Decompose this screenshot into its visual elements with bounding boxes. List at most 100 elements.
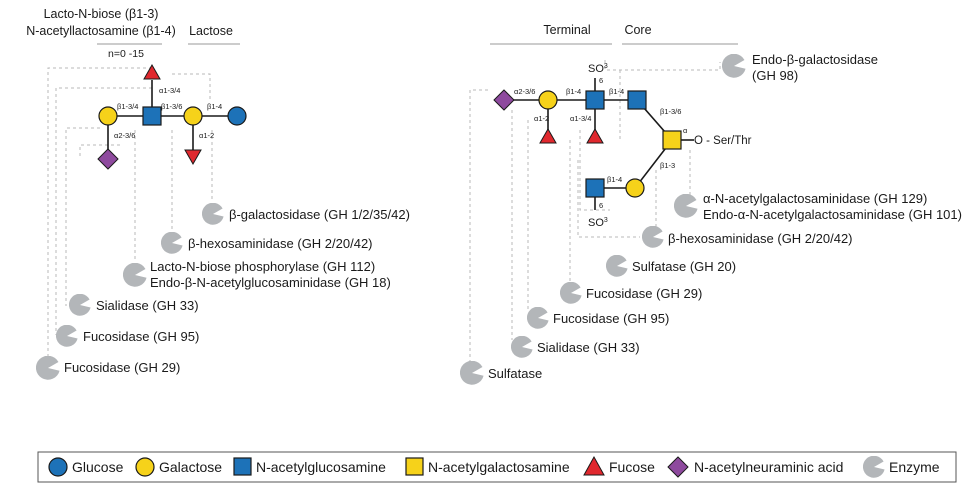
- sulfate-bottom-position: 6: [599, 201, 603, 210]
- glucose-circle-icon: [48, 457, 68, 477]
- enzyme-sialidase: Sialidase (GH 33): [96, 298, 199, 313]
- legend-neu5ac: N-acetylneuraminic acid: [694, 459, 843, 475]
- ser-thr-label: O - Ser/Thr: [694, 135, 752, 147]
- glucose-circle: [227, 106, 247, 126]
- glcnac-square-terminal: [585, 90, 605, 110]
- galactose-circle-terminal: [538, 90, 558, 110]
- link-neu-gal: α2-3/6: [514, 87, 535, 96]
- link-gal1-glcnac: β1-3/4: [117, 102, 138, 111]
- enzyme-pacman-icon: [56, 325, 78, 347]
- enzyme-beta-galactosidase: β-galactosidase (GH 1/2/35/42): [229, 207, 410, 222]
- enzyme-pacman-icon: [161, 232, 183, 254]
- enzyme-fucosidase-gh29: Fucosidase (GH 29): [64, 360, 180, 375]
- enzyme-fucosidase-gh95: Fucosidase (GH 95): [83, 329, 199, 344]
- link-glcnac-glcnac: β1-4: [609, 87, 624, 96]
- link-gal-galnac: β1-3: [660, 161, 675, 170]
- enzyme-pacman-icon: [202, 203, 224, 225]
- sulfate-top-position: 6: [599, 76, 603, 85]
- galnac-square-icon: [405, 457, 424, 476]
- enzyme-beta-hexosaminidase-right: β-hexosaminidase (GH 2/20/42): [668, 231, 853, 246]
- enzyme-pacman-icon: [460, 361, 484, 385]
- glcnac-square-lower: [585, 178, 605, 198]
- link-glcnac-galnac: β1-3/6: [660, 107, 681, 116]
- link-glcnac-gal2: β1-3/6: [161, 102, 182, 111]
- enzyme-pacman-icon: [606, 255, 628, 277]
- enzyme-endo-beta-galactosidase-gh: (GH 98): [752, 68, 798, 83]
- header-terminal: Terminal: [543, 23, 590, 37]
- neu5ac-diamond: [493, 89, 515, 111]
- guide-endo-gal: [604, 60, 721, 71]
- left-guides: [47, 67, 213, 364]
- enzyme-pacman-icon: [123, 263, 147, 287]
- guide-sialidase-b: [79, 144, 120, 158]
- legend-fucose: Fucose: [609, 459, 655, 475]
- legend: Glucose Galactose N-acetylglucosamine N-…: [37, 451, 957, 483]
- link-galnac-alpha: α: [683, 126, 688, 135]
- glcnac-square-core: [627, 90, 647, 110]
- enzyme-fucosidase-gh29-right: Fucosidase (GH 29): [586, 286, 702, 301]
- enzyme-endo-alpha-galnacase: Endo-α-N-acetylgalactosaminidase (GH 101…: [703, 207, 962, 222]
- fucose-triangle-left: [539, 127, 557, 144]
- legend-galnac: N-acetylgalactosamine: [428, 459, 570, 475]
- enzyme-sulfatase: Sulfatase: [488, 366, 542, 381]
- guide-top: [172, 73, 211, 100]
- guide-hexosaminidase: [577, 160, 640, 238]
- link-gal-glcnac: β1-4: [566, 87, 581, 96]
- legend-enzyme: Enzyme: [889, 459, 940, 475]
- link-fuc-top: α1-3/4: [159, 86, 180, 95]
- enzyme-fucosidase-gh95-right: Fucosidase (GH 95): [553, 311, 669, 326]
- legend-galactose: Galactose: [159, 459, 222, 475]
- legend-glcnac: N-acetylglucosamine: [256, 459, 386, 475]
- guide-sulfatase-gh20: [579, 130, 610, 211]
- header-n-acetyllactosamine: N-acetyllactosamine (β1-4): [26, 24, 176, 38]
- galactose-circle-icon: [135, 457, 155, 477]
- link-fuc-left: α1-2: [534, 114, 549, 123]
- header-core: Core: [624, 23, 651, 37]
- link-fuc-bottom: α1-2: [199, 131, 214, 140]
- enzyme-pacman-icon: [560, 282, 582, 304]
- galactose-circle-2: [183, 106, 203, 126]
- enzyme-alpha-galnacase: α-N-acetylgalactosaminidase (GH 129): [703, 191, 927, 206]
- link-glcnac-gal-lower: β1-4: [607, 175, 622, 184]
- neu5ac-diamond: [97, 148, 119, 170]
- enzyme-endo-beta-galactosidase: Endo-β-galactosidase: [752, 52, 878, 67]
- header-lacto-n-biose: Lacto-N-biose (β1-3): [44, 7, 159, 21]
- link-gal2-glc: β1-4: [207, 102, 222, 111]
- sulfate-top: SO3: [588, 63, 608, 75]
- enzyme-pacman-icon: [511, 336, 533, 358]
- repeat-count: n=0 -15: [108, 48, 144, 60]
- enzyme-sulfatase-gh20: Sulfatase (GH 20): [632, 259, 736, 274]
- link-neu: α2-3/6: [114, 131, 135, 140]
- fucose-triangle-icon: [583, 455, 605, 476]
- enzyme-pacman-icon: [722, 54, 746, 78]
- enzyme-endo-glcnacase: Endo-β-N-acetylglucosaminidase (GH 18): [150, 275, 391, 290]
- guide-fucosidase-gh29: [47, 67, 152, 364]
- enzyme-pacman-icon: [36, 356, 60, 380]
- glcnac-square-icon: [233, 457, 252, 476]
- header-lactose: Lactose: [189, 24, 233, 38]
- left-panel: Lacto-N-biose (β1-3) N-acetyllactosamine…: [26, 7, 410, 380]
- enzyme-pacman-icon: [69, 294, 91, 316]
- fucose-triangle-bottom: [184, 149, 202, 166]
- enzyme-lnb-phosphorylase: Lacto-N-biose phosphorylase (GH 112): [150, 259, 375, 274]
- neu5ac-diamond-icon: [667, 456, 689, 478]
- galnac-square: [662, 130, 682, 150]
- enzyme-pacman-icon: [527, 307, 549, 329]
- enzyme-beta-hexosaminidase: β-hexosaminidase (GH 2/20/42): [188, 236, 373, 251]
- galactose-circle-1: [98, 106, 118, 126]
- legend-glucose: Glucose: [72, 459, 124, 475]
- galactose-circle-core: [625, 178, 645, 198]
- enzyme-pacman-icon: [674, 194, 698, 218]
- link-fuc-right: α1-3/4: [570, 114, 591, 123]
- guide-sialidase: [65, 127, 100, 306]
- enzyme-pacman-icon: [642, 226, 664, 248]
- glcnac-square: [142, 106, 162, 126]
- right-guides: [469, 60, 721, 362]
- enzyme-sialidase-right: Sialidase (GH 33): [537, 340, 640, 355]
- fucose-triangle-right: [586, 127, 604, 144]
- fucose-triangle-top: [143, 63, 161, 80]
- guide-sulfatase: [469, 89, 488, 362]
- sulfate-bottom: SO3: [588, 217, 608, 229]
